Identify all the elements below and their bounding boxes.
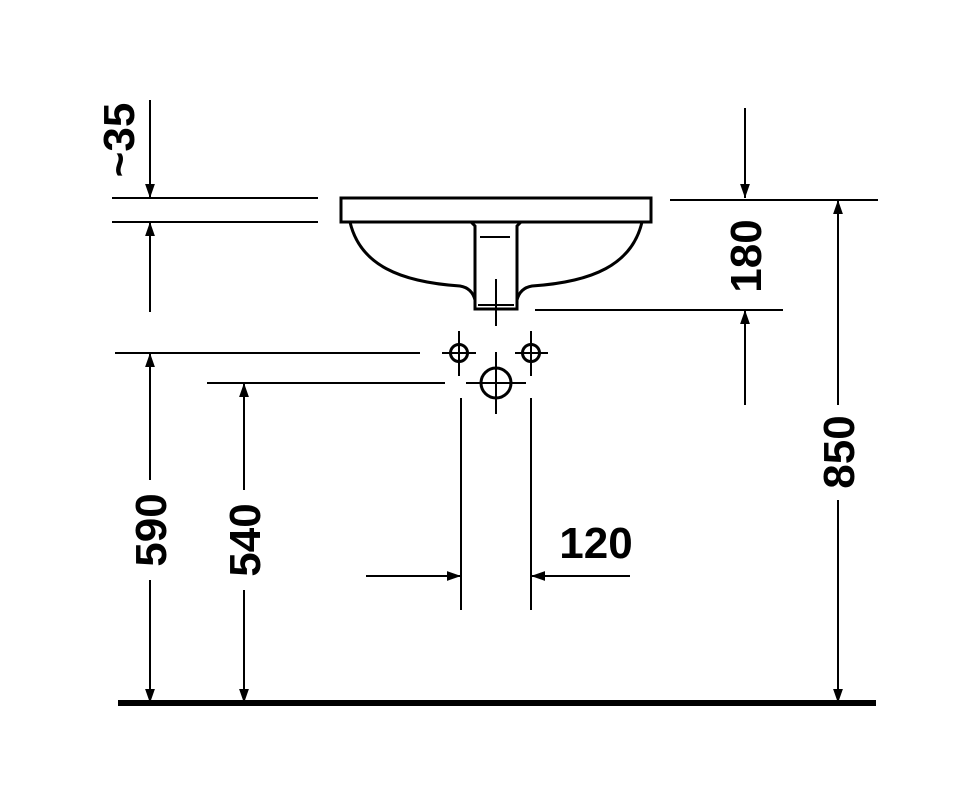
dimension-tap-spacing: 120	[366, 398, 633, 610]
dimension-waste-height: 540	[207, 382, 445, 703]
dimension-basin-depth: 180	[535, 108, 783, 405]
dimension-total-height: 850	[670, 199, 878, 703]
svg-text:120: 120	[559, 519, 632, 568]
overflow-channel	[469, 220, 523, 300]
svg-text:590: 590	[127, 493, 176, 566]
washbasin	[339, 196, 653, 326]
svg-text:850: 850	[815, 415, 864, 488]
basin-rim	[339, 196, 653, 224]
svg-text:540: 540	[221, 503, 270, 576]
dimension-inlet-height: 590	[115, 352, 420, 703]
connection-holes	[442, 331, 548, 414]
svg-text:180: 180	[722, 219, 771, 292]
dimension-rim-offset: ~35	[95, 100, 318, 312]
svg-text:~35: ~35	[95, 103, 144, 178]
